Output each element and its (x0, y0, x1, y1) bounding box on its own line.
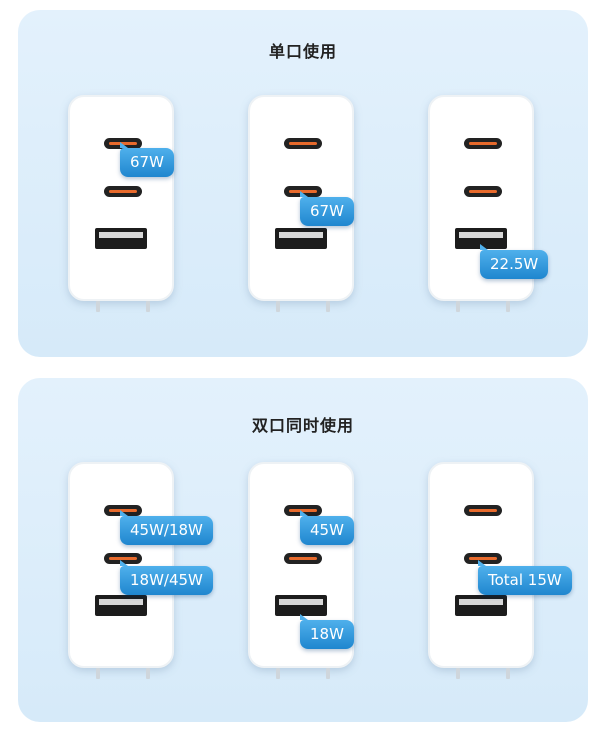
power-label: 18W (300, 614, 354, 649)
usb-a-port (455, 228, 507, 249)
power-label: 67W (120, 142, 174, 177)
usb-c2-port (464, 186, 502, 197)
usb-a-port (455, 595, 507, 616)
usb-c1-port (284, 138, 322, 149)
single-port-title: 单口使用 (268, 42, 337, 61)
usb-a-port (95, 228, 147, 249)
power-label: 22.5W (480, 244, 549, 279)
usb-a-port (95, 595, 147, 616)
power-label: 45W/18W (120, 510, 213, 545)
charger: 45W/18W 18W/45W (68, 462, 213, 679)
charger: Total 15W (428, 462, 572, 679)
power-label: 45W (300, 510, 354, 545)
usb-c2-port (464, 553, 502, 564)
usb-c2-port (284, 553, 322, 564)
usb-c1-port (464, 505, 502, 516)
charger: 67W (248, 95, 354, 312)
usb-a-port (275, 228, 327, 249)
usb-c1-port (464, 138, 502, 149)
power-label: Total 15W (478, 560, 572, 595)
charger: 22.5W (428, 95, 549, 312)
charger: 45W 18W (248, 462, 354, 679)
power-label: 67W (300, 191, 354, 226)
usb-c2-port (104, 553, 142, 564)
usb-a-port (275, 595, 327, 616)
dual-port-title: 双口同时使用 (251, 416, 354, 435)
power-label: 18W/45W (120, 560, 213, 595)
charger: 67W (68, 95, 174, 312)
usb-c2-port (104, 186, 142, 197)
